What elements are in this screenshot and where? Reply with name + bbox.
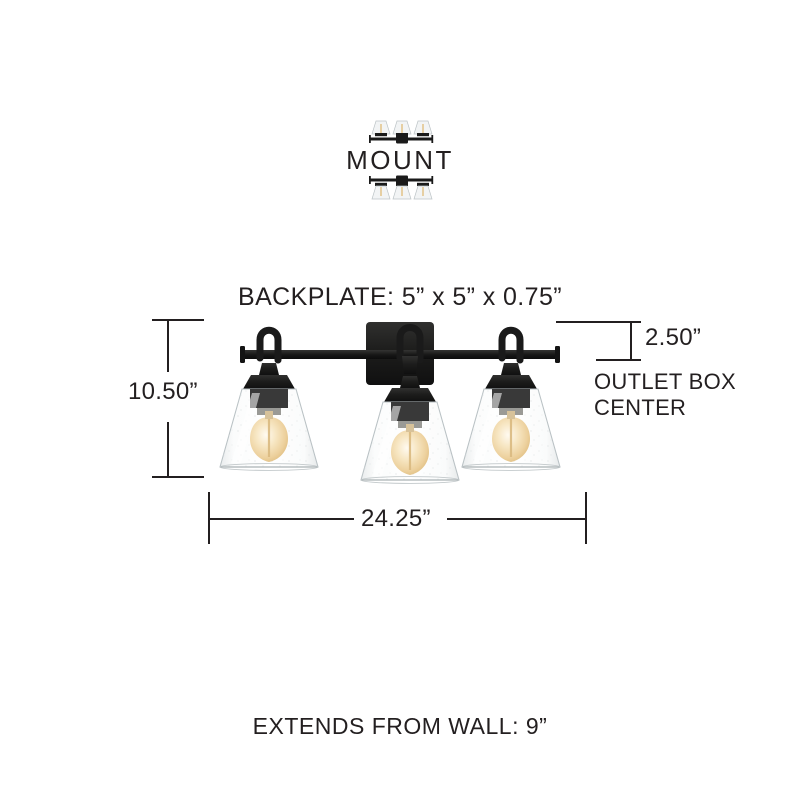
outlet-box-caption-line1: OUTLET BOX — [594, 369, 736, 394]
crossbar-end-right — [555, 346, 560, 363]
extends-from-wall-label: EXTENDS FROM WALL: 9” — [252, 713, 548, 739]
vanity-light-fixture — [219, 322, 561, 485]
mount-orientation-block: MOUNT — [0, 118, 800, 201]
height-dimension-label: 10.50” — [128, 378, 198, 405]
width-dim-left-tick — [208, 492, 210, 544]
lamp-left — [219, 362, 319, 472]
outlet-box-dim-line — [630, 322, 632, 360]
lamp-right — [461, 362, 561, 472]
fixture-arms — [256, 324, 524, 364]
fixture-up-icon — [369, 120, 434, 144]
height-dim-line-lower — [167, 422, 169, 477]
width-dim-line-left — [209, 518, 354, 520]
outlet-box-caption: OUTLET BOX CENTER — [594, 369, 736, 421]
center-stem — [402, 356, 418, 374]
width-dim-right-tick — [585, 492, 587, 544]
outlet-box-top-leader — [556, 321, 641, 323]
width-dimension-label: 24.25” — [361, 505, 431, 532]
outlet-box-caption-line2: CENTER — [594, 394, 687, 420]
width-dim-line-right — [447, 518, 586, 520]
outlet-box-offset-label: 2.50” — [645, 324, 702, 351]
backplate-dimension-label: BACKPLATE: 5” x 5” x 0.75” — [238, 283, 562, 311]
height-dim-top-cap — [152, 319, 204, 321]
height-dim-line-upper — [167, 320, 169, 372]
outlet-box-bottom-leader — [596, 359, 641, 361]
lamp-center — [360, 375, 460, 485]
mount-label: MOUNT — [346, 145, 454, 175]
crossbar-end-left — [240, 346, 245, 363]
height-dim-bottom-cap — [152, 476, 204, 478]
fixture-down-icon — [369, 175, 434, 200]
